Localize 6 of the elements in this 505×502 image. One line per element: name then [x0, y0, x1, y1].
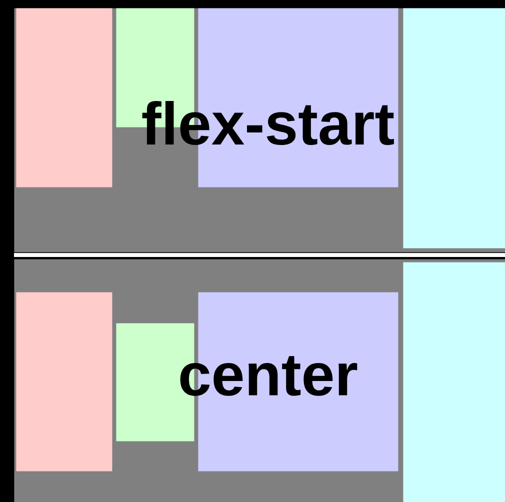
container-label: flex-start — [142, 100, 394, 146]
container-label: center — [180, 356, 358, 396]
flex-item — [16, 8, 112, 188]
flex-item — [16, 292, 112, 472]
flex-item — [403, 262, 505, 502]
flex-item — [403, 8, 505, 248]
